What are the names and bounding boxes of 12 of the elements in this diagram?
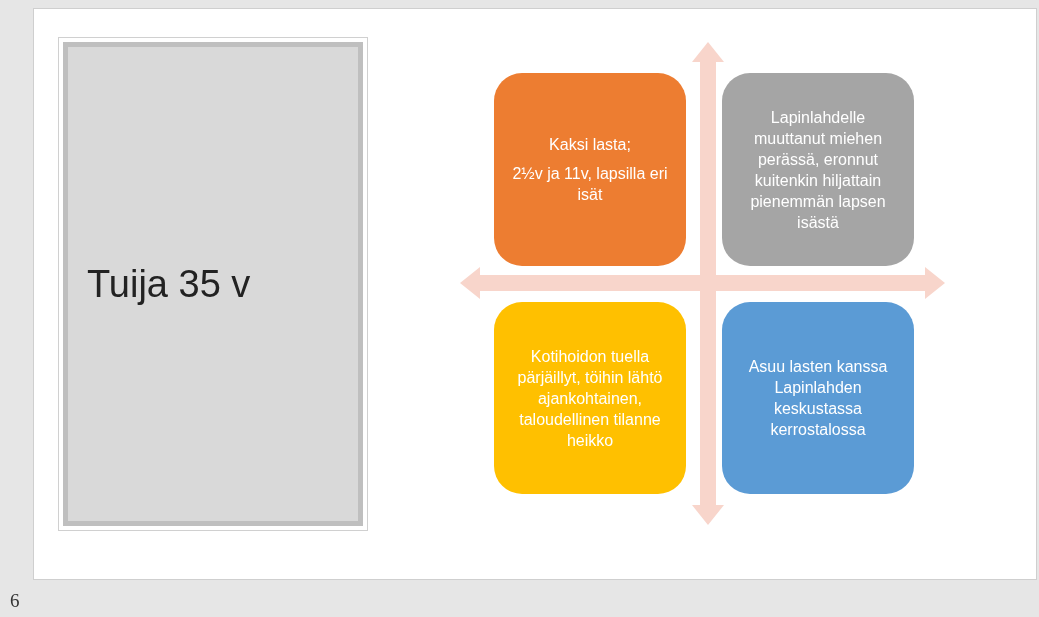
page-number: 6	[10, 590, 20, 612]
card-text: Lapinlahdelle muuttanut miehen perässä, eronnut kuitenkin hiljattain pienemmän lapsen isästä	[749, 107, 887, 233]
card-text: Kaksi lasta;	[549, 135, 631, 155]
quadrant-card	[722, 73, 914, 266]
card-text: 2½v ja 11v, lapsilla eri isät	[511, 164, 669, 205]
card-text: Asuu lasten kanssa Lapinlahden keskustassa kerrostalossa	[747, 357, 889, 440]
quadrant-card	[494, 73, 686, 266]
quadrant-card	[494, 302, 686, 494]
person-title: Tuija 35 v	[87, 263, 251, 306]
quadrant-card	[722, 302, 914, 494]
card-text: Kotihoidon tuella pärjäillyt, töihin lähtö ajankohtainen, taloudellinen tilanne heikko	[516, 346, 664, 451]
title-panel	[58, 37, 368, 531]
